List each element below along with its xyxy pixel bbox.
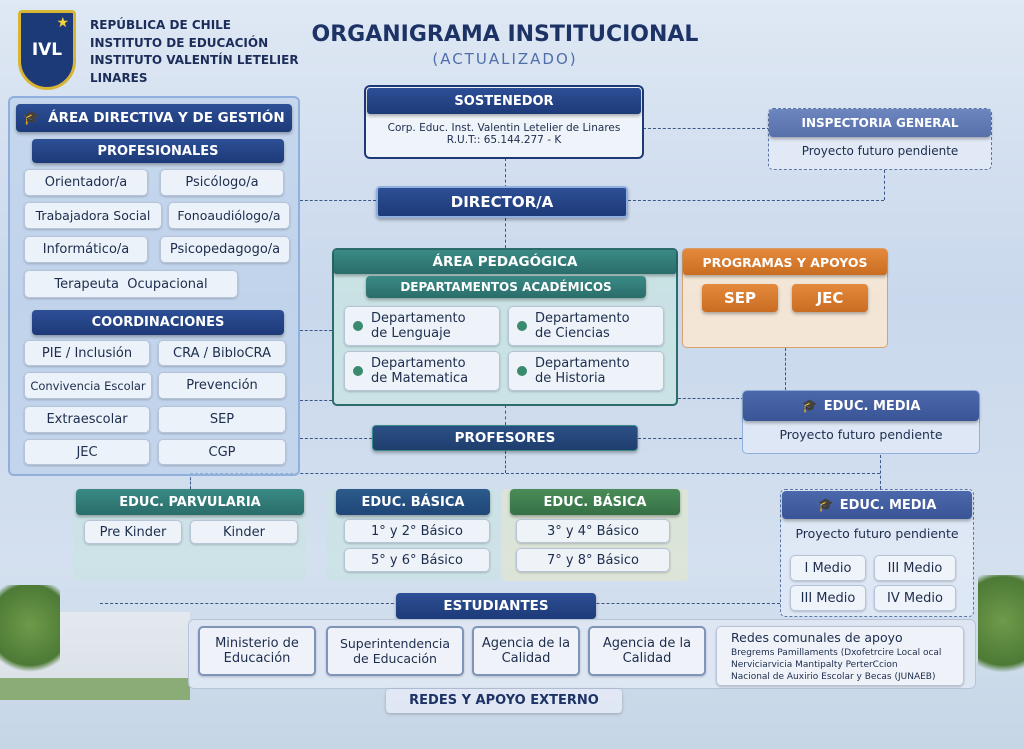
coordinacion-item: SEP bbox=[158, 406, 286, 433]
estudiantes-box: ESTUDIANTES bbox=[396, 593, 596, 619]
page-subtitle: (ACTUALIZADO) bbox=[432, 50, 578, 68]
graduation-cap-icon: 🎓 bbox=[817, 497, 834, 513]
educ-media-box: 🎓EDUC. MEDIA Proyecto futuro pendiente bbox=[742, 390, 980, 454]
sostenedor-title: SOSTENEDOR bbox=[367, 88, 641, 114]
connector bbox=[300, 400, 332, 401]
redes-comunales: Redes comunales de apoyo Bregrems Pamill… bbox=[716, 626, 964, 686]
coordinacion-item: CRA / BibloCRA bbox=[158, 340, 286, 366]
graduation-cap-icon: 🎓 bbox=[23, 110, 41, 126]
coordinaciones-title: COORDINACIONES bbox=[32, 310, 284, 335]
profesional-item: Orientador/a bbox=[24, 169, 148, 196]
sostenedor-box: SOSTENEDOR Corp. Educ. Inst. Valentin Le… bbox=[364, 85, 644, 159]
profesores-box: PROFESORES bbox=[372, 425, 638, 451]
school-logo: ★ IVL bbox=[18, 10, 76, 90]
inspectoria-status: Proyecto futuro pendiente bbox=[801, 144, 959, 158]
profesional-item: Trabajadora Social bbox=[24, 202, 162, 229]
redes-title: REDES Y APOYO EXTERNO bbox=[386, 689, 622, 713]
globe-icon bbox=[353, 366, 363, 376]
globe-icon bbox=[517, 321, 527, 331]
programa-sep: SEP bbox=[702, 284, 778, 312]
educ-media-title: 🎓EDUC. MEDIA bbox=[782, 491, 972, 519]
tree-illustration bbox=[978, 575, 1024, 690]
coordinacion-item: Prevención bbox=[158, 372, 286, 399]
coordinacion-item: JEC bbox=[24, 439, 150, 465]
connector bbox=[505, 158, 506, 188]
parvularia-item: Pre Kinder bbox=[84, 520, 182, 544]
connector bbox=[884, 170, 885, 200]
connector bbox=[190, 473, 880, 474]
logo-star-icon: ★ bbox=[56, 15, 69, 31]
connector bbox=[628, 200, 884, 201]
area-directiva-title: 🎓ÁREA DIRECTIVA Y DE GESTIÓN bbox=[16, 104, 292, 132]
media-level: I Medio bbox=[790, 555, 866, 581]
basica-item: 1° y 2° Básico bbox=[344, 519, 490, 543]
basica-title: EDUC. BÁSICA bbox=[336, 489, 490, 515]
connector bbox=[505, 451, 506, 473]
coordinacion-item: PIE / Inclusión bbox=[24, 340, 150, 366]
educ-media-title: 🎓EDUC. MEDIA bbox=[743, 391, 979, 421]
departamentos-title: DEPARTAMENTOS ACADÉMICOS bbox=[366, 276, 646, 298]
connector bbox=[190, 473, 191, 489]
media-level: III Medio bbox=[874, 555, 956, 581]
connector bbox=[643, 128, 770, 129]
connector bbox=[880, 455, 881, 489]
coordinacion-item: Extraescolar bbox=[24, 406, 150, 433]
graduation-cap-icon: 🎓 bbox=[801, 398, 818, 414]
coordinacion-item: Convivencia Escolar bbox=[24, 372, 152, 399]
profesional-item: Fonoaudiólogo/a bbox=[168, 202, 290, 229]
educ-media-status: Proyecto futuro pendiente bbox=[795, 526, 959, 541]
media-level: III Medio bbox=[790, 585, 866, 611]
connector bbox=[300, 438, 372, 439]
programa-jec: JEC bbox=[792, 284, 868, 312]
connector bbox=[300, 330, 332, 331]
connector bbox=[505, 218, 506, 248]
media-level: IV Medio bbox=[874, 585, 956, 611]
profesional-item: Psicopedagogo/a bbox=[160, 236, 290, 263]
basica-item: 3° y 4° Básico bbox=[516, 519, 670, 543]
sostenedor-rut: R.U.T:: 65.144.277 - K bbox=[446, 134, 562, 146]
programas-title: PROGRAMAS Y APOYOS bbox=[683, 249, 887, 275]
connector bbox=[785, 348, 786, 390]
inspectoria-box: INSPECTORIA GENERAL Proyecto futuro pend… bbox=[768, 108, 992, 170]
globe-icon bbox=[353, 321, 363, 331]
profesionales-title: PROFESIONALES bbox=[32, 139, 284, 163]
profesional-item: Informático/a bbox=[24, 236, 148, 263]
connector bbox=[678, 398, 744, 399]
parvularia-title: EDUC. PARVULARIA bbox=[76, 489, 304, 515]
inspectoria-title: INSPECTORIA GENERAL bbox=[769, 109, 991, 137]
coordinacion-item: CGP bbox=[158, 439, 286, 465]
globe-icon bbox=[517, 366, 527, 376]
connector bbox=[300, 200, 376, 201]
profesional-item: Psicólogo/a bbox=[160, 169, 284, 196]
basica-title: EDUC. BÁSICA bbox=[510, 489, 680, 515]
basica-item: 7° y 8° Básico bbox=[516, 548, 670, 572]
tree-illustration bbox=[0, 585, 60, 685]
sostenedor-name: Corp. Educ. Inst. Valentin Letelier de L… bbox=[387, 122, 621, 134]
basica-item: 5° y 6° Básico bbox=[344, 548, 490, 572]
parvularia-item: Kinder bbox=[190, 520, 298, 544]
area-pedagogica-title: ÁREA PEDAGÓGICA bbox=[334, 250, 676, 274]
institution-name: REPÚBLICA DE CHILE INSTITUTO DE EDUCACIÓ… bbox=[90, 18, 299, 85]
page-title: ORGANIGRAMA INSTITUCIONAL bbox=[311, 22, 699, 47]
connector bbox=[638, 438, 742, 439]
connector bbox=[505, 405, 506, 425]
profesional-item: Terapeuta Ocupacional bbox=[24, 270, 238, 298]
educ-media-status: Proyecto futuro pendiente bbox=[779, 427, 943, 442]
director-box: DIRECTOR/A bbox=[376, 186, 628, 218]
